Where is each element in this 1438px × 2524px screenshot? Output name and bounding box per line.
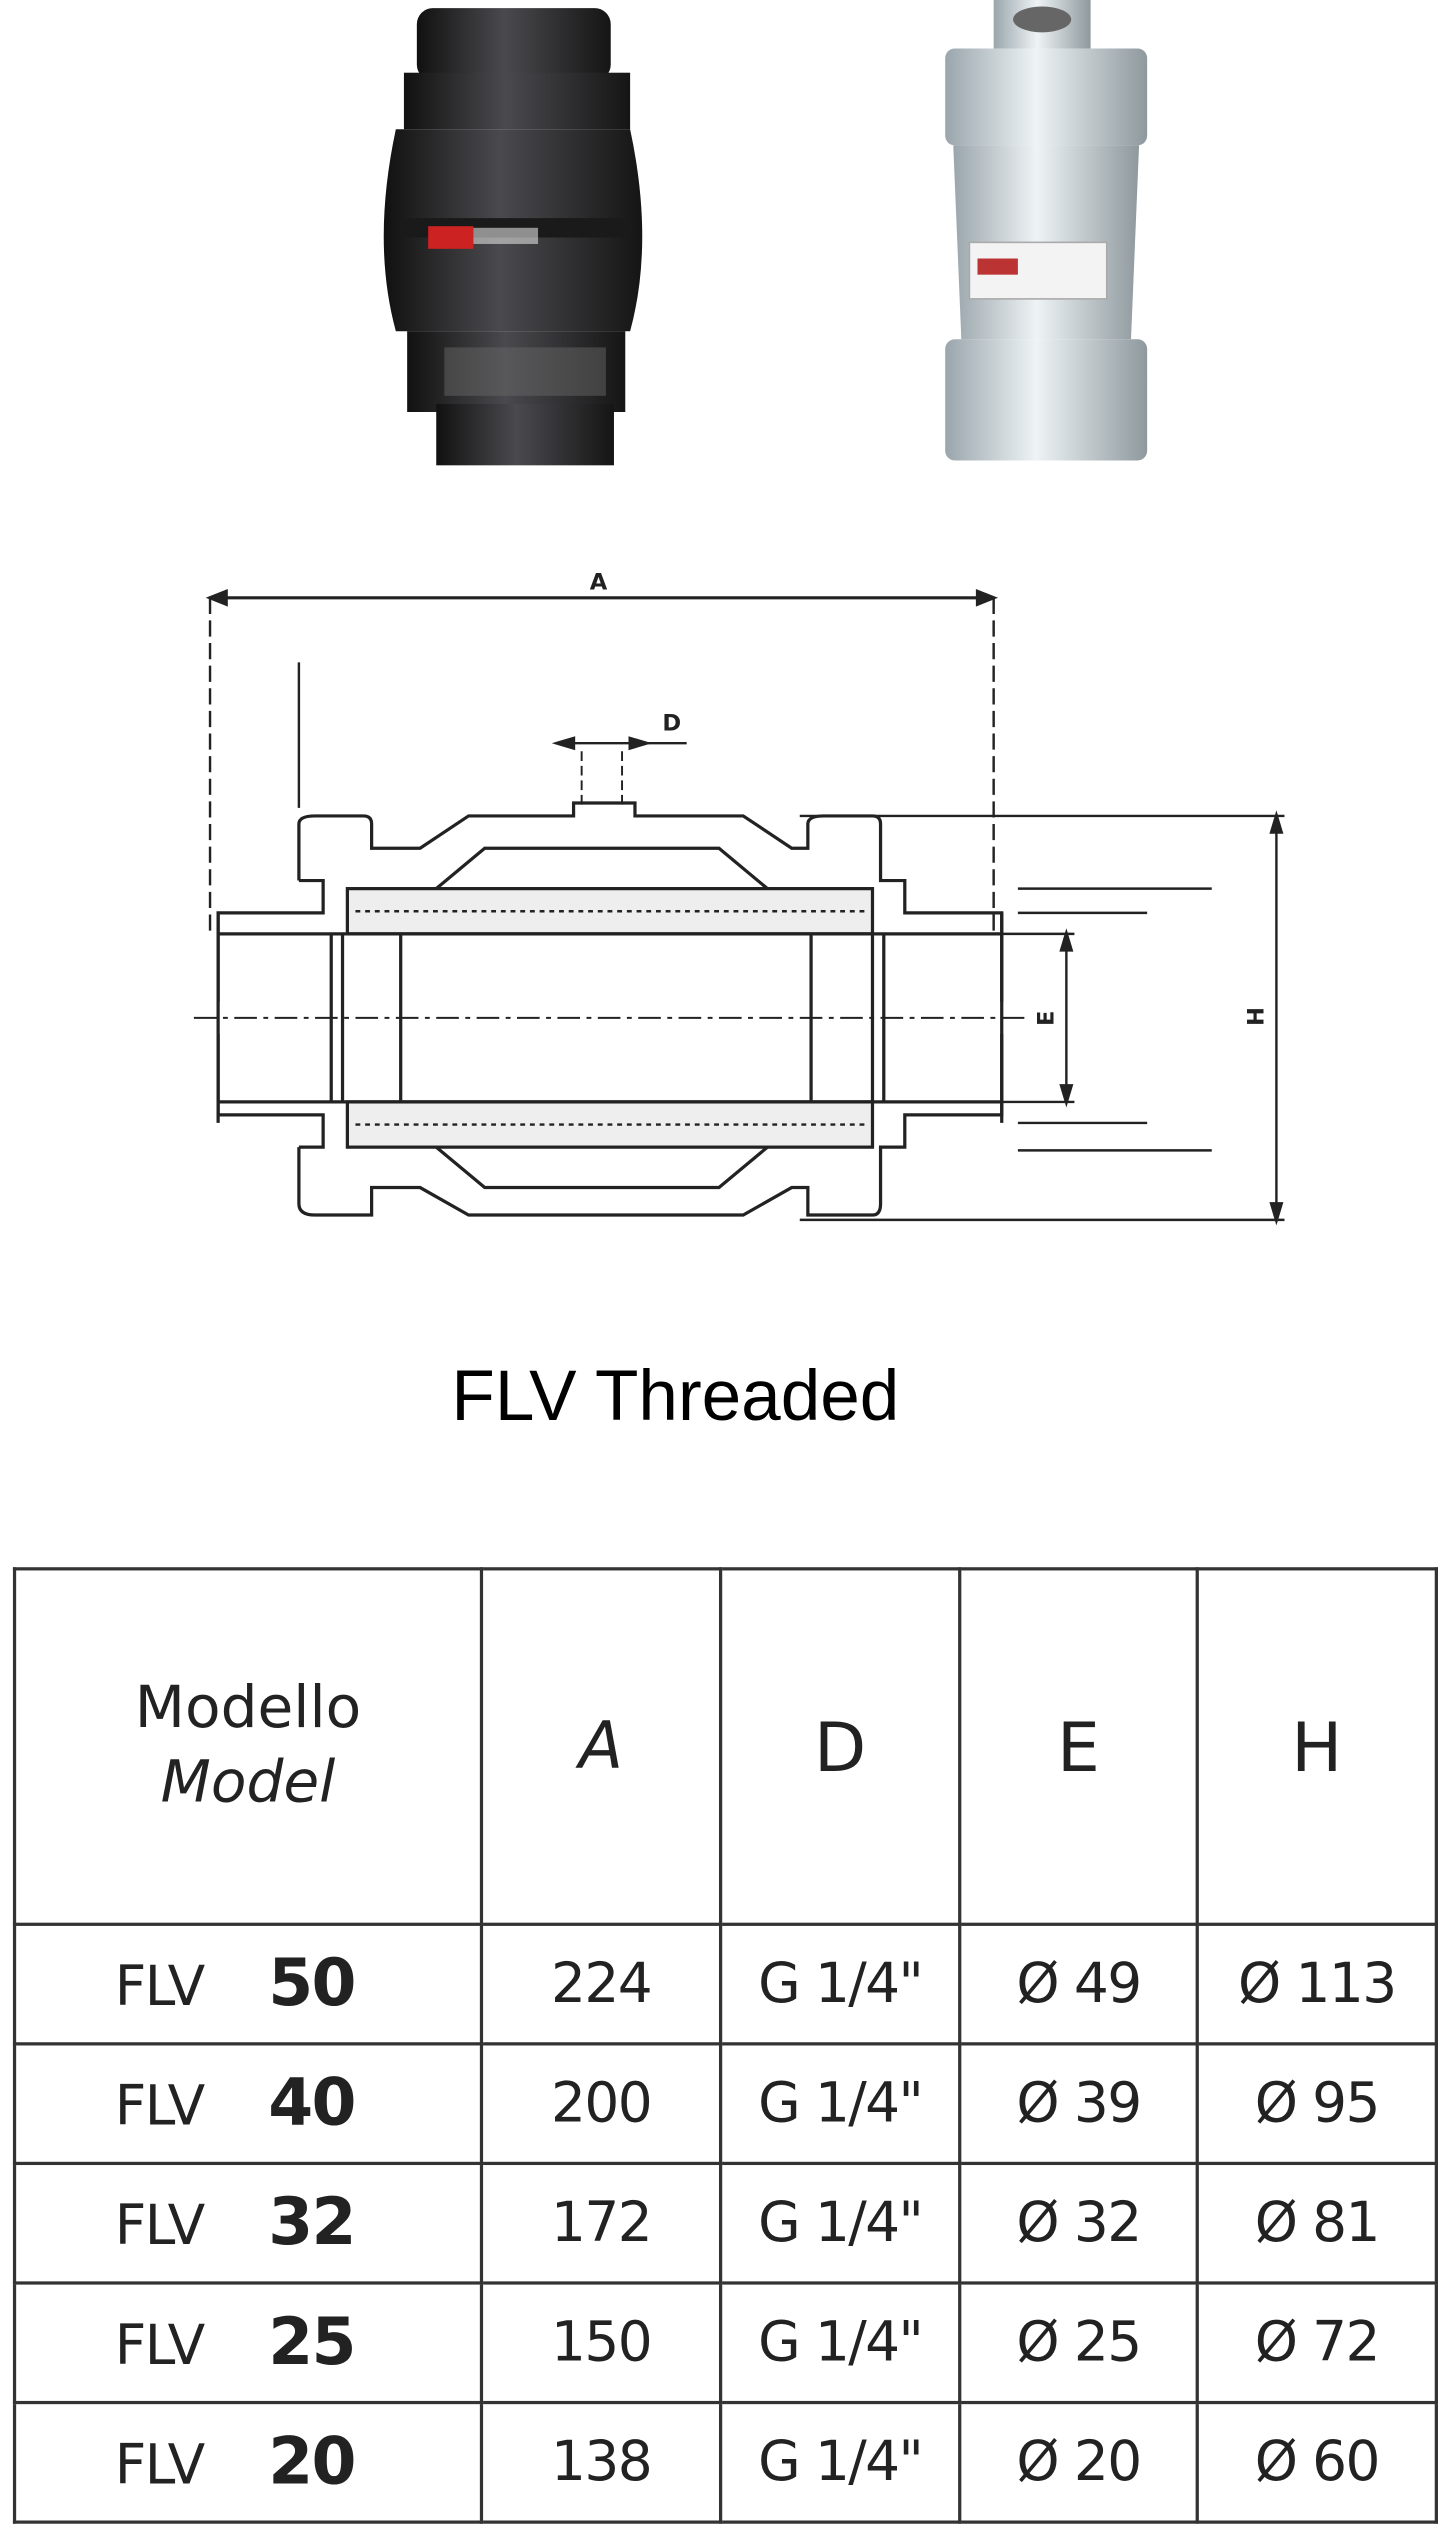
cell-h: Ø 95 [1195,2042,1438,2166]
header-model: Modello Model [12,1567,484,1926]
cell-e: Ø 32 [958,2161,1199,2285]
cell-e: Ø 39 [958,2042,1199,2166]
cell-a: 138 [479,2400,723,2524]
model-prefix: FLV [114,2433,206,2498]
technical-drawing: A D E H [193,570,1285,1226]
label-a: A [590,570,608,596]
product-title: FLV Threaded [451,1357,900,1437]
header-e: E [958,1567,1199,1926]
table-row: FLV 25 150 G 1/4" Ø 25 Ø 72 [12,2281,1438,2405]
model-prefix: FLV [114,1954,206,2020]
dimension-a-arrows [205,588,999,607]
cell-d: G 1/4" [718,2281,962,2405]
cell-d: G 1/4" [718,2400,962,2524]
label-h: H [1243,1007,1269,1026]
cell-h: Ø 81 [1195,2161,1438,2285]
model-prefix: FLV [114,2313,206,2379]
cell-h: Ø 72 [1195,2281,1438,2405]
cell-e: Ø 20 [958,2400,1199,2524]
cell-e: Ø 25 [958,2281,1199,2405]
model-size: 40 [268,2066,356,2141]
table-row: FLV 20 138 G 1/4" Ø 20 Ø 60 [12,2400,1438,2524]
cell-d: G 1/4" [718,2042,962,2166]
cell-e: Ø 49 [958,1922,1199,2046]
cell-model: FLV 40 [12,2042,484,2166]
table-row: FLV 50 224 G 1/4" Ø 49 Ø 113 [12,1922,1438,2046]
model-prefix: FLV [114,2194,206,2259]
cell-a: 150 [479,2281,723,2405]
cell-model: FLV 50 [12,1922,484,2046]
table-row: FLV 40 200 G 1/4" Ø 39 Ø 95 [12,2042,1438,2166]
model-size: 25 [268,2305,356,2380]
label-d: D [662,710,681,736]
header-d: D [718,1567,962,1926]
cell-d: G 1/4" [718,2161,962,2285]
cell-h: Ø 113 [1195,1922,1438,2046]
model-size: 32 [268,2186,356,2261]
model-size: 50 [268,1946,356,2022]
steel-valve-photo [945,0,1148,461]
cell-a: 200 [479,2042,723,2166]
cell-model: FLV 25 [12,2281,484,2405]
model-prefix: FLV [114,2074,206,2140]
table-row: FLV 32 172 G 1/4" Ø 32 Ø 81 [12,2161,1438,2285]
cell-model: FLV 20 [12,2400,484,2524]
table-header-row: Modello Model A D E H [12,1567,1438,1926]
header-a: A [479,1567,723,1926]
header-model-it: Modello [134,1675,362,1742]
cell-model: FLV 32 [12,2161,484,2285]
header-h: H [1195,1567,1438,1926]
cell-a: 224 [479,1922,723,2046]
label-e: E [1033,1011,1059,1026]
model-size: 20 [268,2425,356,2500]
cell-d: G 1/4" [718,1922,962,2046]
cell-a: 172 [479,2161,723,2285]
header-model-en: Model [160,1749,336,1817]
cell-h: Ø 60 [1195,2400,1438,2524]
black-valve-photo [383,8,643,466]
dimensions-table: Modello Model A D E H FLV 50 224 G 1/4" Ø… [12,1567,1438,2524]
